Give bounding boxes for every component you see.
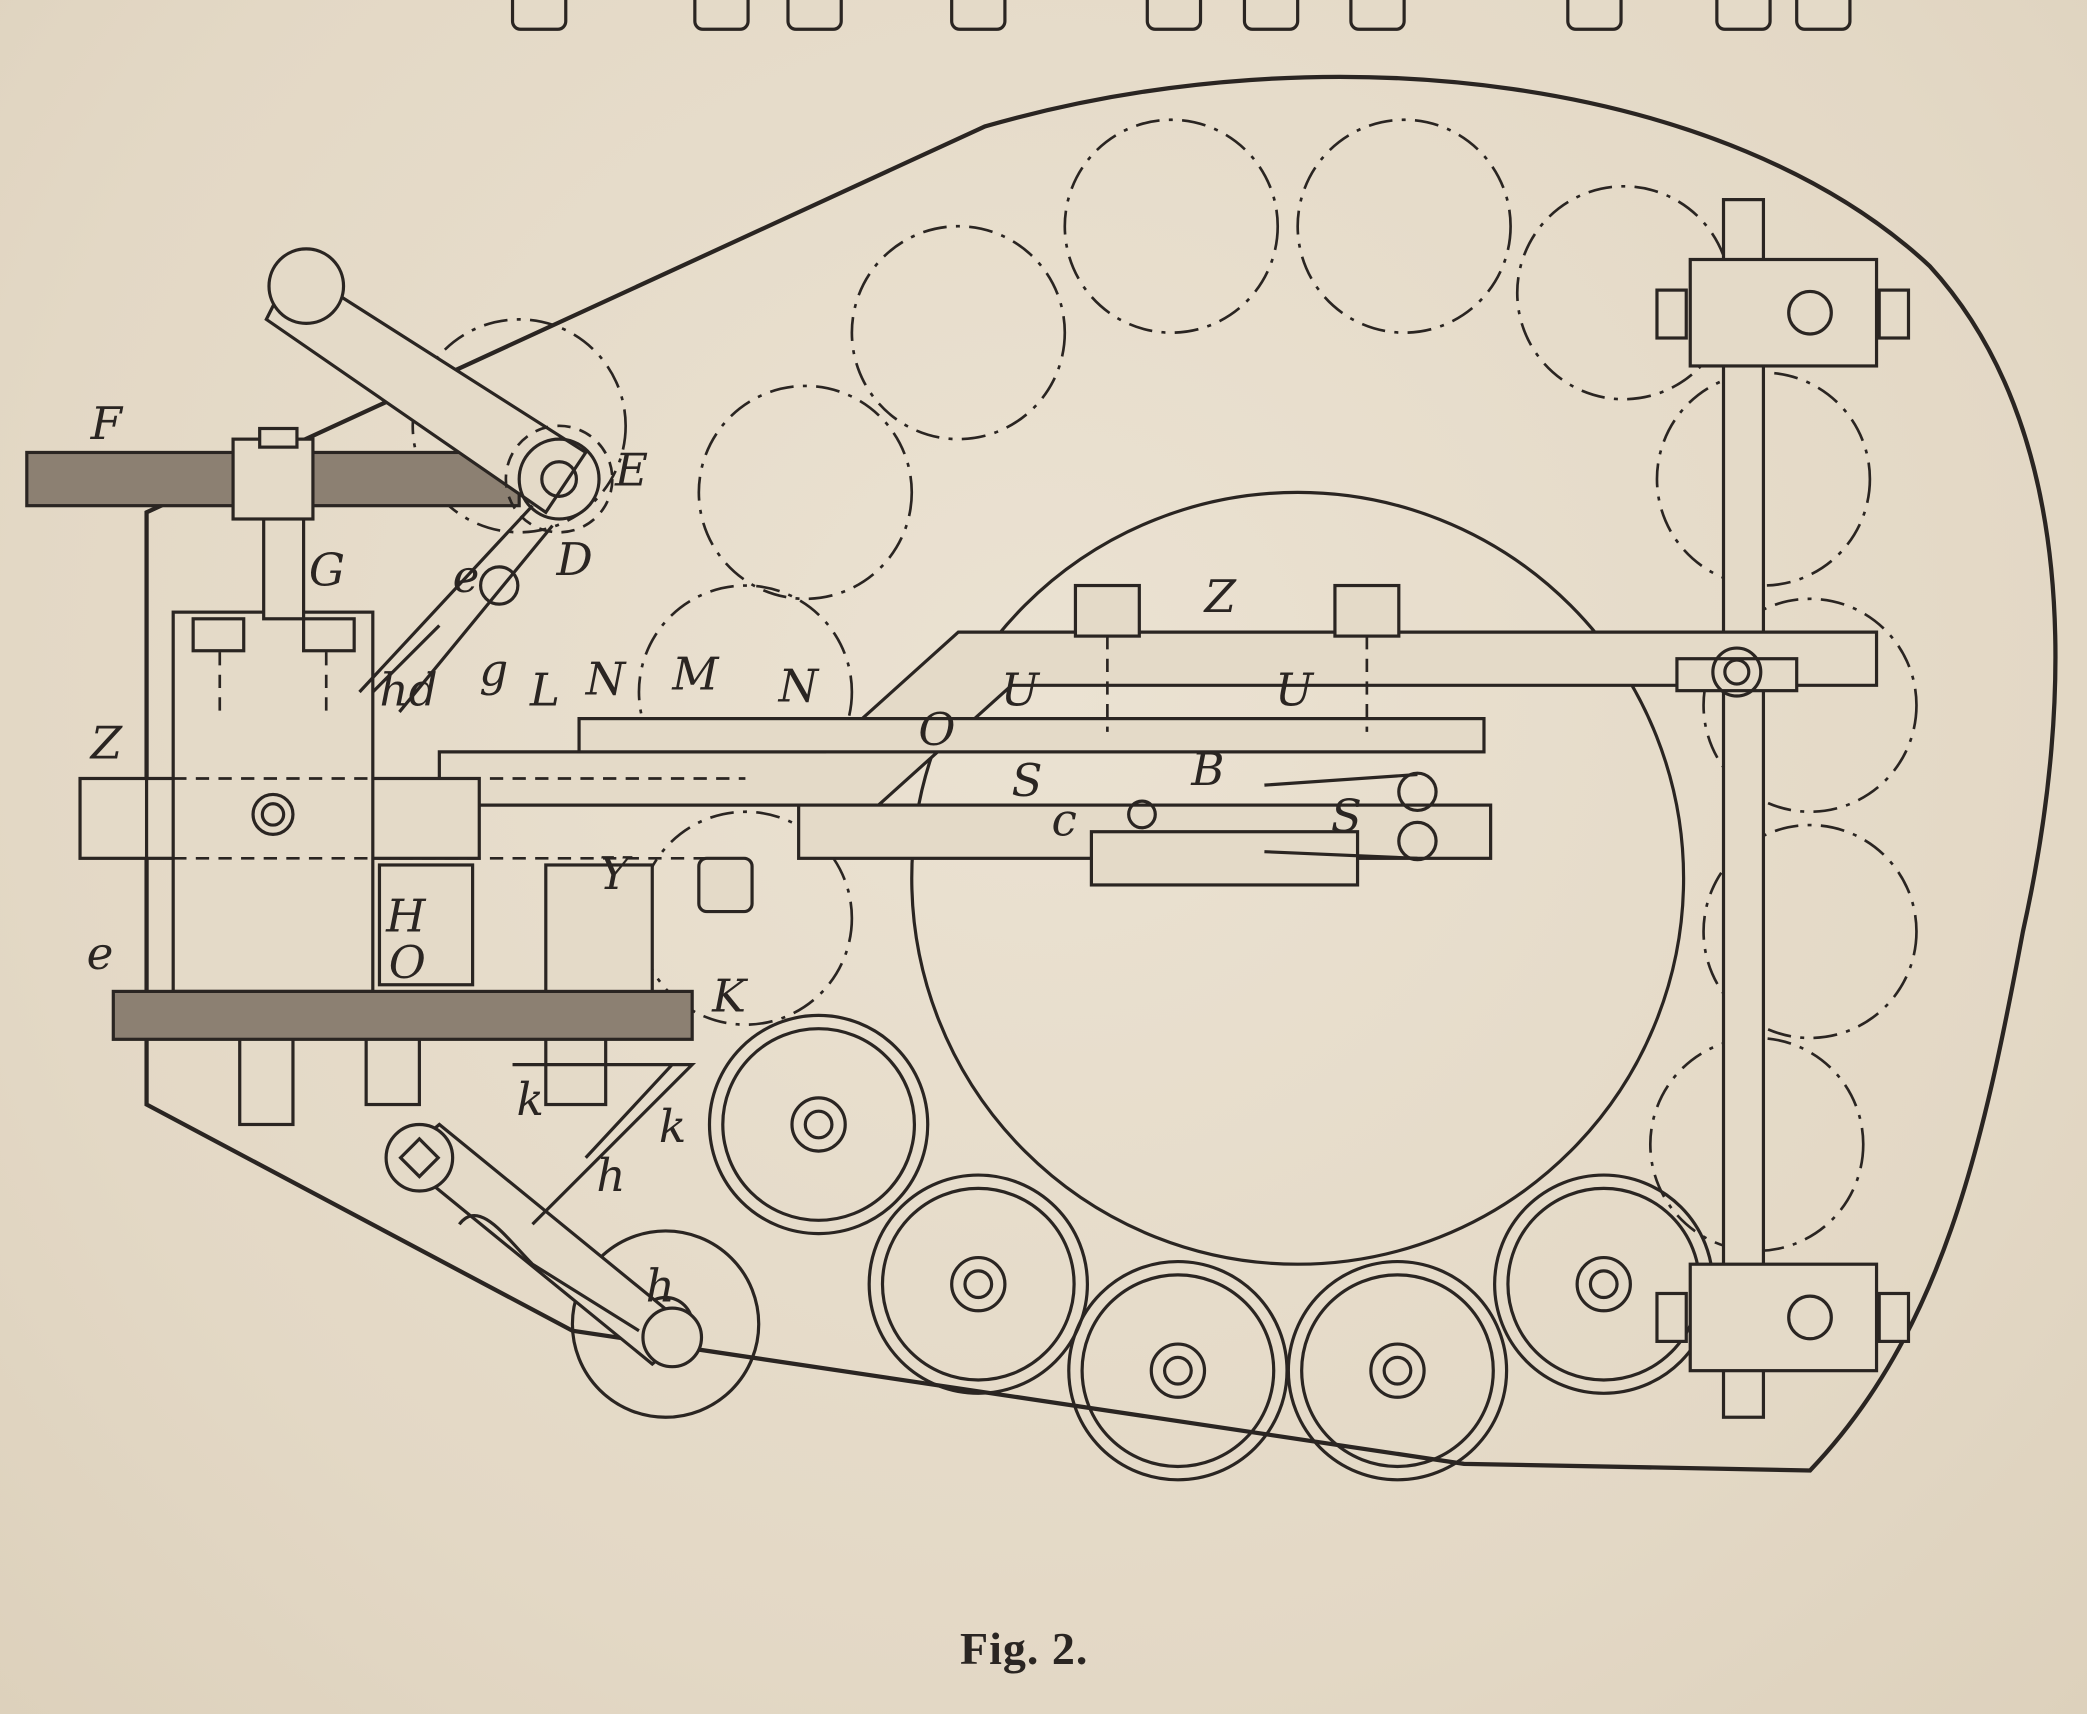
label-u2: U	[1275, 663, 1315, 716]
label-h2: h	[646, 1259, 675, 1312]
label-l: L	[529, 663, 560, 716]
label-n1: N	[585, 653, 627, 706]
label-m: M	[671, 647, 720, 700]
label-k2: k	[659, 1100, 686, 1153]
label-s1: S	[1012, 754, 1043, 807]
label-b: B	[1190, 743, 1224, 796]
bearing-block	[171, 610, 375, 994]
figure-labels: F G E D Z Z hd e g L N M N U U O S B c S…	[87, 397, 1362, 1312]
label-e-small: e	[453, 550, 480, 603]
label-k1: k	[517, 1073, 544, 1126]
gear-f	[25, 426, 521, 521]
label-s2: S	[1331, 790, 1362, 843]
label-d: D	[555, 533, 592, 586]
vertical-rod	[1721, 198, 1766, 1419]
base-plate	[144, 74, 2058, 1473]
lever-h	[384, 1122, 704, 1369]
central-disc	[910, 490, 1686, 1266]
rollers	[570, 1013, 1715, 1482]
top-nuts	[510, 0, 1852, 31]
label-f: F	[90, 397, 124, 450]
label-o: O	[918, 703, 955, 756]
clamp-bottom	[1655, 1262, 1911, 1373]
clamp-top	[1655, 257, 1911, 368]
label-z-left: Z	[89, 717, 124, 770]
crank-handle	[264, 247, 614, 534]
label-o2: O	[389, 936, 426, 989]
label-z-arm: Z	[1203, 570, 1238, 623]
label-n2: N	[778, 659, 820, 712]
label-hd: hd	[379, 663, 437, 716]
label-g-small: g	[479, 643, 508, 696]
label-e: E	[614, 444, 648, 497]
label-k-cap: K	[711, 969, 748, 1022]
arm-z	[437, 630, 1879, 807]
gear-k	[111, 989, 694, 1041]
label-y: Y	[599, 847, 633, 900]
label-h-cap: H	[385, 890, 427, 943]
label-u1: U	[1001, 663, 1041, 716]
label-c: c	[1051, 794, 1076, 847]
label-h1: h	[596, 1149, 625, 1202]
label-g: G	[309, 544, 345, 597]
figure-caption: Fig. 2.	[960, 1623, 1089, 1674]
label-small: e	[87, 927, 114, 980]
